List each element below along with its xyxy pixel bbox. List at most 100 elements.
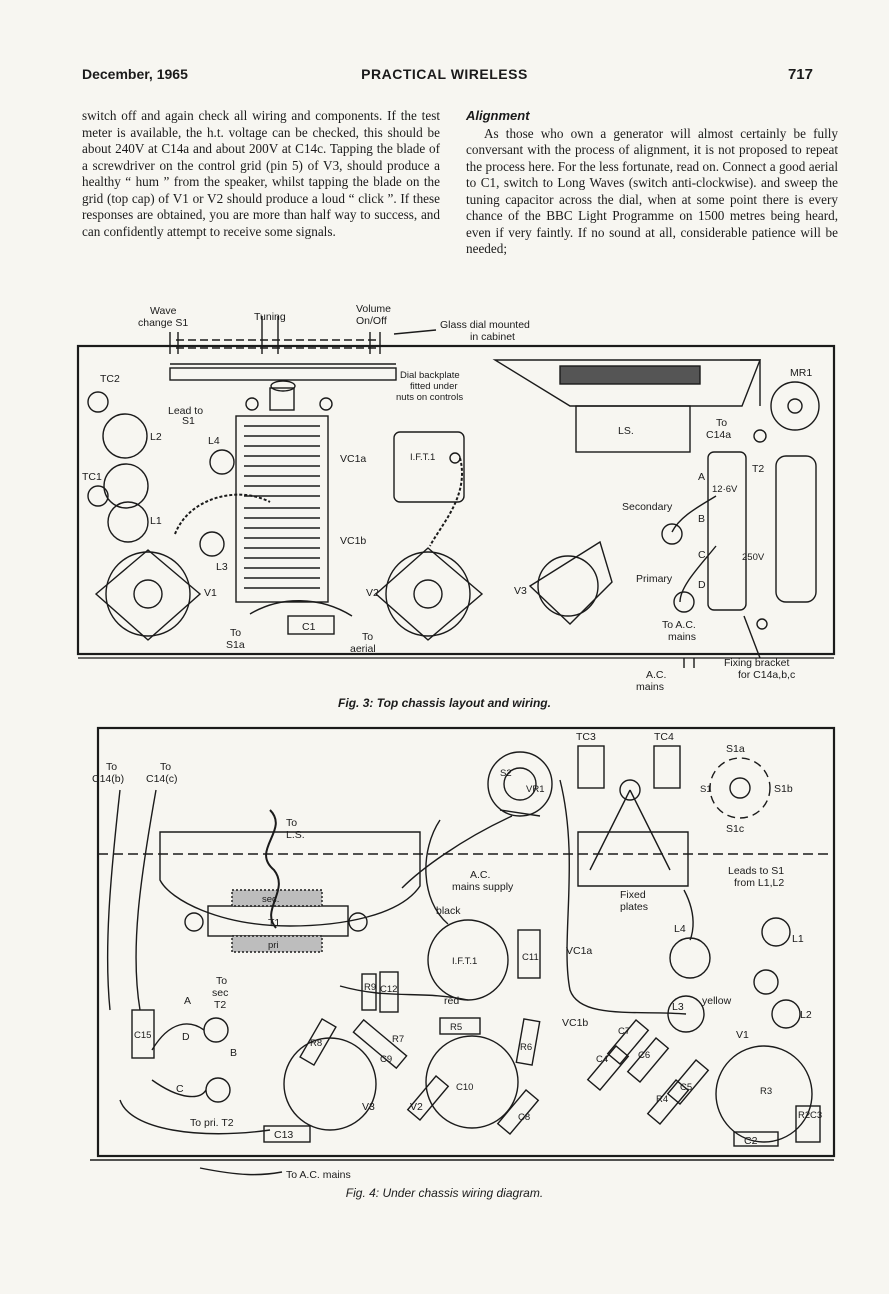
label-r6: R6 xyxy=(520,1042,532,1053)
label-secondary: Secondary xyxy=(622,501,673,513)
label-c15: C15 xyxy=(134,1030,151,1041)
issue-date: December, 1965 xyxy=(82,66,188,82)
label-r2: R2 xyxy=(798,1110,810,1121)
label-to-s1a: To xyxy=(230,627,241,639)
label-vc1a: VC1a xyxy=(566,945,592,957)
label-to-c14b-2: C14(b) xyxy=(92,773,124,785)
label-fixing: Fixing bracket xyxy=(724,657,789,669)
label-tag-b: B xyxy=(230,1047,237,1059)
right-column: Alignment As those who own a generator w… xyxy=(466,108,838,258)
page-header: December, 1965 PRACTICAL WIRELESS 717 xyxy=(0,66,889,90)
label-black: black xyxy=(436,905,461,917)
label-v3: V3 xyxy=(362,1101,375,1113)
label-c5: C5 xyxy=(680,1082,692,1093)
label-c3: C3 xyxy=(810,1110,822,1121)
label-tag-d: D xyxy=(182,1031,190,1043)
label-tc3: TC3 xyxy=(576,731,596,743)
label-to-ac: To A.C. xyxy=(662,619,696,631)
label-tag-a: A xyxy=(184,995,191,1007)
label-ac-mains: A.C. xyxy=(646,669,666,681)
label-leads-2: from L1,L2 xyxy=(734,877,784,889)
label-fixed-2: plates xyxy=(620,901,648,913)
label-v1: V1 xyxy=(736,1029,749,1041)
label-pri: pri xyxy=(268,940,279,951)
label-c11: C11 xyxy=(522,952,539,963)
label-l2: L2 xyxy=(150,431,162,443)
figure-4-diagram: To C14(b) To C14(c) To L.S. sec. T1 pri … xyxy=(90,726,836,1181)
label-tc1: TC1 xyxy=(82,471,102,483)
label-red: red xyxy=(444,995,459,1007)
label-to-ac: To A.C. mains xyxy=(286,1169,351,1181)
label-s1: S1 xyxy=(700,784,712,795)
label-primary: Primary xyxy=(636,573,673,585)
label-c6: C6 xyxy=(638,1050,650,1061)
figure-3-diagram: Wave change S1 Tuning Volume On/Off Glas… xyxy=(76,303,836,693)
label-to-c14a: To xyxy=(716,417,727,429)
label-t2: T2 xyxy=(752,463,764,475)
label-s1c: S1c xyxy=(726,823,744,835)
label-c7: C7 xyxy=(618,1026,630,1037)
left-column: switch off and again check all wiring an… xyxy=(82,108,440,240)
label-fixing-2: for C14a,b,c xyxy=(738,669,795,681)
magazine-title: PRACTICAL WIRELESS xyxy=(361,66,528,82)
label-r7: R7 xyxy=(392,1034,404,1045)
label-vc1a: VC1a xyxy=(340,453,366,465)
label-to-pri: To pri. T2 xyxy=(190,1117,234,1129)
label-12v: 12·6V xyxy=(712,484,738,495)
label-tc2: TC2 xyxy=(100,373,120,385)
label-c9: C9 xyxy=(380,1054,392,1065)
label-tag-c: C xyxy=(176,1083,184,1095)
figure-4-caption: Fig. 4: Under chassis wiring diagram. xyxy=(345,1186,544,1200)
label-ac-supply-2: mains supply xyxy=(452,881,514,893)
label-v2: V2 xyxy=(410,1101,423,1113)
label-tag-c: C xyxy=(698,549,706,561)
label-lead-to-2: S1 xyxy=(182,415,195,427)
label-l1: L1 xyxy=(792,933,804,945)
label-r4: R4 xyxy=(656,1094,668,1105)
label-to-aerial: To xyxy=(362,631,373,643)
label-volume-2: On/Off xyxy=(356,315,387,327)
label-to-s1a-2: S1a xyxy=(226,639,245,651)
label-s1a: S1a xyxy=(726,743,745,755)
label-lead-to: Lead to xyxy=(168,405,203,417)
label-to-c14c: To xyxy=(160,761,171,773)
label-s2: S2 xyxy=(500,768,512,779)
label-tuning: Tuning xyxy=(254,311,286,323)
label-r5: R5 xyxy=(450,1022,462,1033)
label-t1: T1 xyxy=(268,917,280,929)
label-to-sec-2: sec xyxy=(212,987,228,999)
label-to-sec-3: T2 xyxy=(214,999,226,1011)
label-to-aerial-2: aerial xyxy=(350,643,376,655)
label-leads: Leads to S1 xyxy=(728,865,784,877)
label-mr1: MR1 xyxy=(790,367,812,379)
label-ac-mains-2: mains xyxy=(636,681,664,693)
label-ac-supply: A.C. xyxy=(470,869,490,881)
label-l1: L1 xyxy=(150,515,162,527)
label-sec: sec. xyxy=(262,894,279,905)
label-dial-backplate: Dial backplate xyxy=(400,370,460,381)
label-c4: C4 xyxy=(596,1054,608,1065)
label-to-sec: To xyxy=(216,975,227,987)
label-l4: L4 xyxy=(674,923,686,935)
label-c12: C12 xyxy=(380,984,397,995)
label-c1: C1 xyxy=(302,621,316,633)
label-tag-a: A xyxy=(698,471,705,483)
label-tag-d: D xyxy=(698,579,706,591)
label-glass-dial: Glass dial mounted xyxy=(440,319,530,331)
label-l2: L2 xyxy=(800,1009,812,1021)
label-tc4: TC4 xyxy=(654,731,674,743)
label-r9: R9 xyxy=(364,982,376,993)
label-v3: V3 xyxy=(514,585,527,597)
label-l3: L3 xyxy=(672,1001,684,1013)
label-vc1b: VC1b xyxy=(340,535,366,547)
label-c8: C8 xyxy=(518,1112,530,1123)
label-to-ac-2: mains xyxy=(668,631,696,643)
label-c13: C13 xyxy=(274,1129,293,1141)
label-yellow: yellow xyxy=(702,995,732,1007)
label-ift1: I.F.T.1 xyxy=(410,452,435,463)
label-l4: L4 xyxy=(208,435,220,447)
label-v2: V2 xyxy=(366,587,379,599)
label-tag-b: B xyxy=(698,513,705,525)
label-to-c14c-2: C14(c) xyxy=(146,773,178,785)
label-dial-backplate-3: nuts on controls xyxy=(396,392,463,403)
